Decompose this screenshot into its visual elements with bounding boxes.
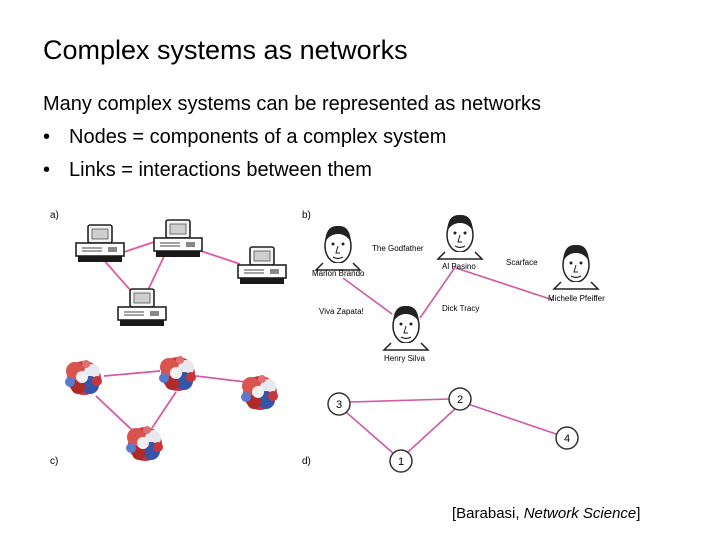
computer-icon: [117, 288, 167, 327]
bullet-item: • Links = interactions between them: [43, 154, 541, 187]
panel-a: a): [50, 210, 287, 327]
graph-node: 3: [327, 392, 351, 416]
slide-title: Complex systems as networks: [43, 35, 408, 65]
movie-label: The Godfather: [372, 244, 424, 253]
computer-icon: [237, 246, 287, 285]
protein-icon: [65, 360, 102, 395]
graph-node-label: 3: [336, 399, 342, 411]
protein-icon: [126, 426, 163, 461]
graph-node: 2: [448, 387, 472, 411]
actor-label: Michelle Pfeiffer: [548, 294, 605, 303]
panel-c-links: [95, 370, 247, 431]
movie-label: Dick Tracy: [442, 304, 479, 313]
panel-label-c: c): [50, 456, 58, 467]
actor-label: Al Pasino: [442, 262, 476, 271]
panel-b-links: [342, 265, 554, 319]
bullet-symbol: •: [43, 126, 51, 148]
panel-d-links: [345, 398, 557, 455]
actor-portrait-icon: [315, 225, 361, 271]
actor-portrait-icon: [437, 214, 483, 260]
protein-icon: [241, 375, 278, 410]
panel-label-a: a): [50, 210, 59, 221]
bullet-text: Links = interactions between them: [69, 159, 372, 181]
movie-label: Scarface: [506, 258, 538, 267]
citation-open: [Barabasi,: [452, 505, 524, 522]
citation-close: ]: [636, 505, 641, 522]
graph-node-label: 4: [564, 433, 570, 445]
citation: [Barabasi, Network Science]: [452, 503, 640, 525]
panel-d: d) 3 2 4 1: [302, 387, 579, 473]
computer-icon: [153, 219, 203, 258]
citation-title: Network Science: [523, 505, 637, 522]
intro-text: Many complex systems can be represented …: [43, 93, 541, 115]
graph-node: 4: [555, 426, 579, 450]
bullet-symbol: •: [43, 159, 51, 181]
graph-node: 1: [389, 449, 413, 473]
actor-label: Henry Silva: [384, 354, 425, 363]
bullet-item: • Nodes = components of a complex system: [43, 121, 541, 154]
bullet-text: Nodes = components of a complex system: [69, 126, 447, 148]
panel-b: b) Marlon Brando Al Pasino Michelle Pfei…: [302, 210, 605, 363]
graph-node-label: 2: [457, 394, 463, 406]
actor-label: Marlon Brando: [312, 269, 365, 278]
actor-portrait-icon: [553, 244, 599, 290]
panel-c: c): [50, 356, 278, 467]
panel-label-b: b): [302, 210, 311, 221]
protein-icon: [159, 356, 196, 391]
graph-node-label: 1: [398, 456, 404, 468]
slide-body: Many complex systems can be represented …: [43, 88, 541, 187]
computer-icon: [75, 224, 125, 263]
movie-label: Viva Zapata!: [319, 307, 364, 316]
panel-label-d: d): [302, 456, 311, 467]
